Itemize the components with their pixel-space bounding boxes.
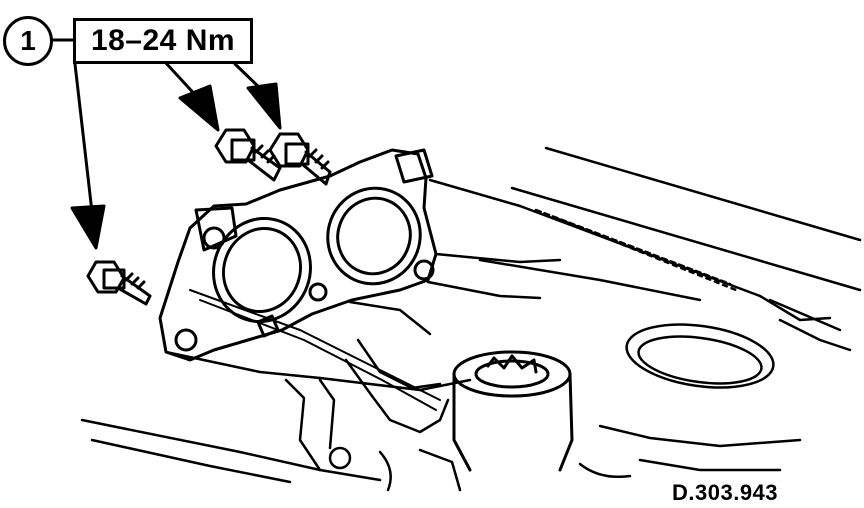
valve-cover-cap — [625, 298, 852, 389]
filler-neck — [452, 350, 574, 472]
wiring-harness — [189, 289, 441, 411]
figure-reference-code: D.303.943 — [672, 480, 779, 505]
engine-block-outline — [164, 146, 862, 392]
arrowheads — [70, 82, 282, 250]
leader-lines — [51, 38, 264, 214]
callout-number-badge: 1 — [3, 16, 53, 66]
lower-engine-body — [80, 338, 802, 492]
torque-spec-box: 18–24 Nm — [73, 18, 253, 64]
torque-value-label: 18–24 Nm — [90, 24, 236, 57]
callout-number: 1 — [20, 25, 36, 56]
bolt-right — [268, 132, 332, 186]
exhaust-flange — [158, 148, 438, 362]
bolt-left — [86, 260, 152, 306]
bolt-middle — [214, 128, 282, 182]
